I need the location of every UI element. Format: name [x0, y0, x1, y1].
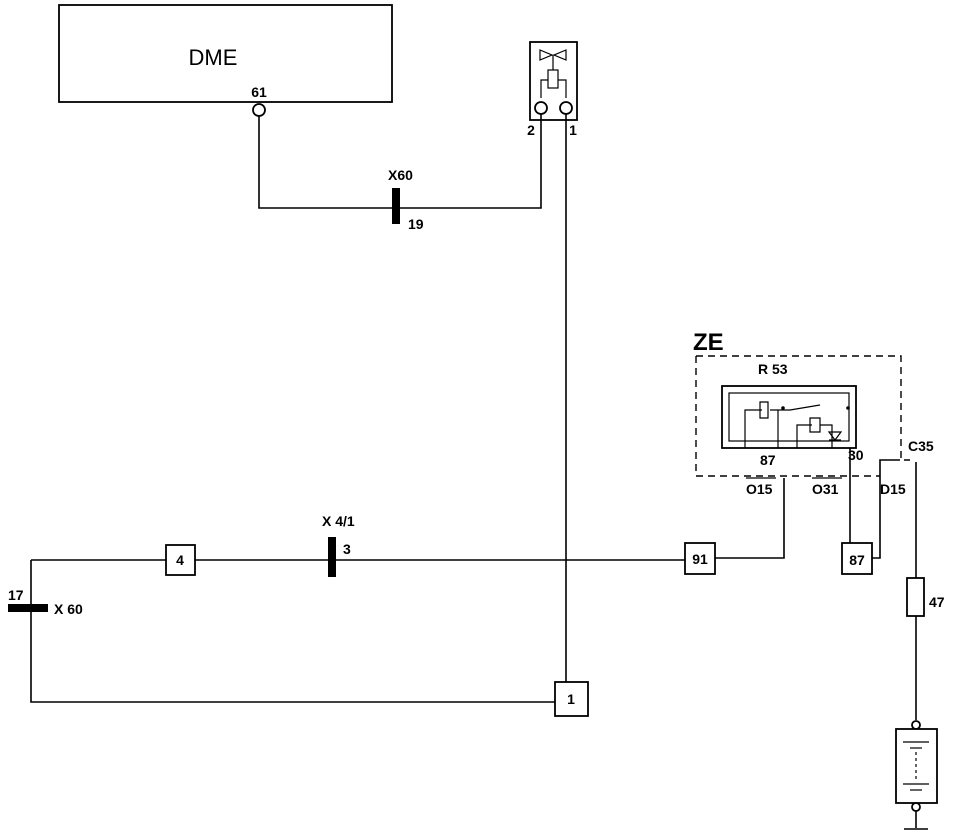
terminal-1 — [554, 681, 589, 717]
ze-dashed-boundary — [695, 355, 910, 477]
pin-1-label: 1 — [569, 122, 577, 138]
pin-30-label: 30 — [848, 447, 864, 463]
ze-label: ZE — [693, 329, 724, 356]
wire-t91-to-o15 — [715, 478, 785, 559]
x60-connector-left — [8, 604, 48, 612]
terminal-87-label: 87 — [849, 552, 865, 568]
pin-87-label: 87 — [760, 452, 776, 468]
top-component-pin-1 — [559, 101, 573, 115]
dme-pin-61 — [252, 103, 266, 117]
terminal-91 — [684, 542, 716, 575]
dme-unit: DME 61 — [58, 4, 393, 117]
relay-label: R 53 — [758, 361, 788, 377]
terminal-4-label: 4 — [176, 552, 184, 568]
wire-left-loop — [30, 560, 555, 703]
x60-left-label: X 60 — [54, 601, 83, 617]
dme-box — [58, 4, 393, 103]
pin-2-label: 2 — [527, 122, 535, 138]
x41-connector — [328, 537, 336, 577]
x60-top-label: X60 — [388, 167, 413, 183]
port-d15-label: D15 — [880, 481, 906, 497]
valve-icon — [539, 49, 567, 61]
terminal-91-label: 91 — [692, 551, 708, 567]
terminal-4 — [165, 544, 196, 576]
x60-top-pin: 19 — [408, 216, 424, 232]
terminal-1-label: 1 — [567, 691, 575, 707]
relay-switch-1 — [744, 401, 821, 448]
coil-icon — [547, 69, 559, 89]
terminal-87 — [841, 542, 873, 575]
fuse-label: 47 — [929, 594, 945, 610]
x41-label: X 4/1 — [322, 513, 355, 529]
dme-label: DME — [189, 45, 238, 70]
relay-inner-box — [728, 392, 850, 442]
port-c35-label: C35 — [908, 438, 934, 454]
fuse-47 — [906, 577, 925, 617]
battery-icon — [895, 728, 938, 804]
wire-t87-to-d15 — [872, 459, 900, 559]
port-o31-label: O31 — [812, 481, 839, 497]
dme-pin-label: 61 — [251, 84, 267, 100]
x41-pin: 3 — [343, 541, 351, 557]
top-component-pin-2 — [534, 101, 548, 115]
top-component: 2 1 — [527, 41, 578, 138]
x60-connector-top — [392, 188, 400, 224]
ze-module: ZE R 53 87 30 O15 O31 D15 C35 — [693, 329, 934, 497]
diode-icon — [827, 431, 843, 441]
x60-left-pin: 17 — [8, 587, 24, 603]
port-o15-label: O15 — [746, 481, 773, 497]
relay-switch-2 — [777, 410, 833, 448]
